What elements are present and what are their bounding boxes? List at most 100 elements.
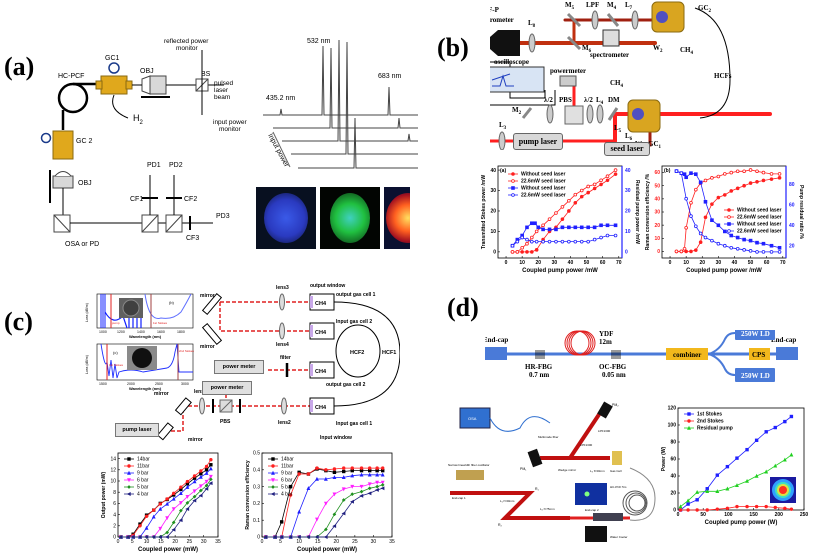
data-point: [678, 508, 683, 512]
input-monitor-label: monitor: [219, 126, 242, 133]
data-point: [178, 518, 183, 523]
data-point: [272, 535, 277, 539]
data-point: [613, 172, 618, 176]
x-tick-label: 250: [800, 512, 809, 518]
data-point: [789, 452, 794, 457]
pbs-label: PBS: [559, 96, 572, 104]
data-point: [152, 508, 156, 512]
data-point: [520, 245, 524, 250]
data-point: [715, 507, 720, 511]
y-tick-label: 20: [654, 223, 660, 229]
data-point: [729, 233, 734, 238]
ld-bottom-label: 250W LD: [741, 372, 770, 380]
r1-label: R₁: [535, 487, 540, 491]
end-cap-left: [485, 347, 507, 360]
interferometer-label: interferometer: [490, 16, 514, 24]
data-point: [533, 221, 537, 226]
data-point: [592, 186, 597, 191]
data-point: [783, 506, 787, 510]
data-point: [271, 464, 275, 468]
data-point: [735, 169, 740, 174]
data-point: [687, 412, 691, 416]
legend-label: 14bar: [281, 457, 294, 463]
beam-profile-inset: [770, 477, 796, 503]
data-point: [679, 249, 684, 254]
data-point: [613, 233, 618, 238]
data-point: [332, 470, 337, 475]
output-gas-cell-1-label: output gas cell 1: [336, 292, 376, 298]
data-point: [359, 493, 364, 498]
data-point: [323, 535, 328, 539]
data-point: [735, 456, 739, 460]
fiber-oscillator: [456, 470, 484, 480]
data-point: [151, 535, 156, 539]
y-tick-label: 0: [673, 508, 676, 514]
gc1-cell: [627, 99, 661, 133]
data-point: [306, 486, 311, 490]
data-point: [764, 469, 769, 474]
l2-label: L₂ f=75mm: [540, 507, 555, 511]
pd3-label: PD3: [216, 213, 230, 220]
data-point: [674, 249, 679, 254]
x-tick-label: 40: [732, 260, 738, 266]
data-point: [573, 192, 578, 197]
data-point: [204, 468, 209, 472]
hr-fbg: [535, 350, 545, 359]
data-point: [735, 235, 740, 240]
obj-bottom: [52, 175, 74, 189]
y-tick-label: 20: [670, 491, 676, 497]
data-point: [729, 189, 734, 193]
gc1-label: GC1: [648, 140, 662, 150]
panel-b-label: (b): [437, 33, 469, 62]
data-point: [554, 227, 558, 232]
y-tick-label: 12: [110, 467, 116, 473]
data-point: [745, 478, 749, 483]
data-point: [729, 170, 734, 175]
panel-c-setup-diagram: mirror mirror lens3 lens4 CH4 CH4 CH4 CH…: [154, 283, 400, 443]
data-point: [769, 172, 774, 176]
data-point: [374, 488, 379, 492]
power-meter-box: power meter: [202, 381, 252, 395]
legend-label: Without seed laser: [737, 208, 781, 214]
ydf-length-label: 12m: [599, 338, 612, 346]
x-tick-label: 20: [699, 260, 705, 266]
x-tick-label: 25: [352, 539, 358, 545]
data-point: [560, 225, 565, 230]
input-window-label: Input window: [320, 435, 352, 441]
y-tick-label: 60: [670, 457, 676, 463]
data-point: [198, 484, 203, 489]
data-point: [315, 517, 319, 522]
series-22.6mw-seed-laser: [510, 168, 618, 254]
data-point: [165, 530, 170, 535]
series-without-seed-laser: [510, 221, 618, 248]
data-point: [359, 472, 364, 477]
legend-label: 2nd Stokes: [697, 419, 724, 425]
data-point: [534, 229, 539, 234]
power-meter-1: [527, 448, 543, 468]
data-point: [520, 250, 524, 254]
mirror: [174, 397, 192, 416]
data-point: [137, 535, 142, 539]
y-axis-label: Transmitted Stokes power /mW: [481, 175, 487, 249]
data-point: [687, 425, 691, 430]
data-point: [684, 196, 688, 201]
inset-top-xtick: 1200: [117, 330, 125, 334]
hr-fbg-label: HR-FBG: [525, 363, 553, 371]
chart-tag: (b): [664, 168, 671, 174]
data-point: [547, 239, 552, 244]
data-point: [689, 171, 693, 175]
data-point: [599, 235, 603, 240]
data-point: [525, 250, 529, 254]
x-tick-label: 50: [748, 260, 754, 266]
water-cooler: [585, 526, 607, 542]
data-point: [694, 172, 698, 176]
data-point: [209, 463, 213, 467]
data-point: [769, 243, 774, 248]
lens2-label: lens2: [278, 420, 291, 426]
y-tick-label: 0.3: [253, 484, 260, 490]
data-point: [288, 484, 293, 489]
y-axis-label: Raman conversion efficiency /%: [645, 173, 651, 250]
data-point: [560, 217, 565, 221]
x-tick-label: 20: [334, 539, 340, 545]
x-tick-label: 0: [669, 260, 672, 266]
